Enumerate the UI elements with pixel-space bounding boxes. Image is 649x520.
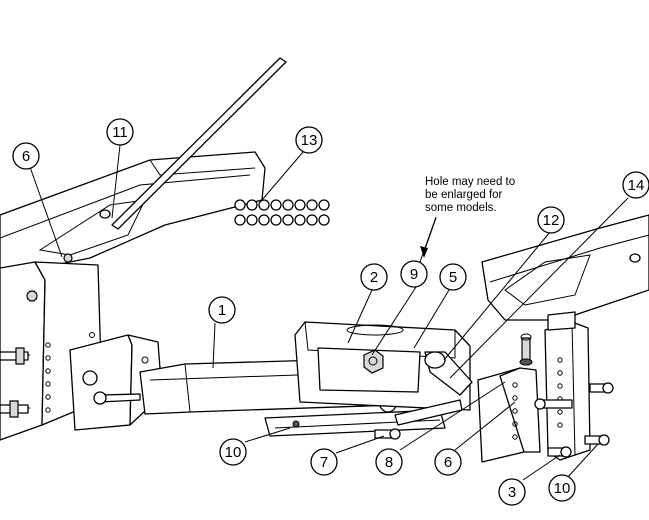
svg-text:8: 8: [385, 454, 393, 471]
callout-10-right: 10: [548, 474, 576, 502]
svg-text:10: 10: [225, 444, 242, 461]
callout-1: 1: [208, 296, 236, 324]
callout-11: 11: [106, 118, 134, 146]
hole-note: Hole may need to be enlarged for some mo…: [420, 176, 515, 258]
long-rod: [111, 57, 287, 230]
right-frame-rail: [481, 214, 649, 331]
callout-7: 7: [310, 448, 338, 476]
svg-text:10: 10: [554, 480, 571, 497]
right-clevis-plate: [477, 367, 541, 463]
callout-6-left: 6: [12, 142, 40, 170]
callout-2: 2: [360, 263, 388, 291]
right-bolts: [374, 333, 614, 458]
callout-9: 9: [400, 260, 428, 288]
right-mount-plate: [544, 321, 591, 461]
svg-text:6: 6: [22, 148, 30, 165]
callout-13: 13: [295, 126, 323, 154]
left-bolts: [0, 253, 73, 418]
angled-link: [394, 351, 473, 426]
callout-3: 3: [498, 478, 526, 506]
svg-text:5: 5: [449, 269, 457, 286]
callout-6-right: 6: [434, 448, 462, 476]
nut-cluster: [234, 199, 330, 226]
svg-text:7: 7: [320, 454, 328, 471]
center-receiver: [294, 321, 471, 411]
callouts: 1 2 3 5 6 6 7 8 9 10 10 11 12 13 14: [12, 118, 649, 506]
svg-text:12: 12: [543, 212, 560, 229]
callout-8: 8: [375, 448, 403, 476]
svg-text:3: 3: [508, 484, 516, 501]
svg-text:14: 14: [628, 177, 645, 194]
callout-10-left: 10: [219, 438, 247, 466]
svg-text:2: 2: [370, 269, 378, 286]
leader-lines: [29, 144, 629, 481]
callout-12: 12: [537, 206, 565, 234]
svg-text:11: 11: [112, 124, 128, 141]
callout-14: 14: [622, 171, 649, 199]
note-line-2: be enlarged for: [425, 189, 503, 201]
svg-text:1: 1: [218, 302, 226, 319]
callout-5: 5: [439, 263, 467, 291]
svg-text:9: 9: [410, 266, 418, 283]
svg-text:13: 13: [301, 132, 318, 149]
note-line-3: some models.: [425, 202, 497, 214]
note-line-1: Hole may need to: [425, 176, 515, 188]
svg-text:6: 6: [444, 454, 452, 471]
